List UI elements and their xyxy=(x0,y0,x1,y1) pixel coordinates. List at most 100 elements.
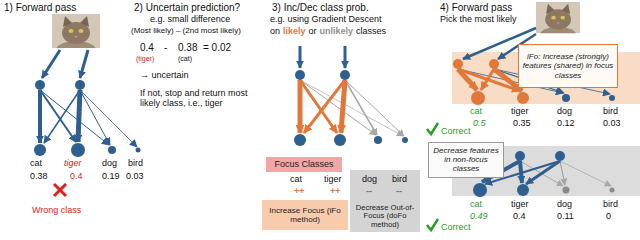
network-panel-3-part xyxy=(334,134,346,146)
probability: 0.38 xyxy=(30,171,48,181)
change-sign: -- xyxy=(396,186,402,196)
class-name: tiger xyxy=(511,199,529,209)
change-sign: -- xyxy=(366,186,372,196)
probability: 0.11 xyxy=(557,211,574,221)
network-dofo-part xyxy=(560,161,611,186)
class-name: bird xyxy=(128,158,143,168)
network-panel-3-part xyxy=(344,46,347,68)
cat-photo-part xyxy=(79,29,84,33)
class-name: tiger xyxy=(511,106,529,116)
network-panel-1 xyxy=(34,50,141,157)
network-panel-3-part xyxy=(300,80,376,135)
network-dofo-part xyxy=(473,183,487,197)
callout-box: iFo: Increase (strongly) features (share… xyxy=(518,44,618,88)
network-dofo-part xyxy=(610,188,615,193)
network-ifo-part xyxy=(517,92,529,104)
network-panel-1-part xyxy=(40,90,76,142)
network-panel-3-part xyxy=(341,80,345,133)
network-panel-3-part xyxy=(374,136,382,144)
network-ifo xyxy=(452,28,640,105)
network-panel-3-part xyxy=(402,137,408,143)
network-panel-1-part xyxy=(42,50,60,78)
network-panel-1-part xyxy=(78,90,80,142)
change-sign: ++ xyxy=(330,186,341,196)
probability: 0.49 xyxy=(470,211,488,221)
cat-photo-part xyxy=(546,4,554,14)
network-panel-3-part xyxy=(298,80,303,133)
probability: 0 xyxy=(606,211,611,221)
verdict-text: Wrong class xyxy=(32,205,81,215)
note-text: → uncertain xyxy=(140,70,189,80)
class-name: cat xyxy=(290,174,302,184)
probability: 0.12 xyxy=(557,118,575,128)
network-panel-1-part xyxy=(75,80,85,90)
probability: 0.4 xyxy=(513,211,526,221)
check-mark xyxy=(427,219,438,230)
network-ifo-part xyxy=(609,95,615,101)
network-panel-1-part xyxy=(35,80,45,90)
class-name: dog xyxy=(362,174,377,184)
cat-photo-part xyxy=(536,2,580,33)
class-name: cat xyxy=(30,158,42,168)
network-dofo-part xyxy=(563,187,570,194)
verdict-text: Correct xyxy=(441,222,471,232)
formula-term: 0.38 xyxy=(178,42,197,54)
class-name: tiger xyxy=(324,174,342,184)
note-word: unlikely xyxy=(320,26,354,36)
class-name: dog xyxy=(557,106,572,116)
network-dofo-part xyxy=(526,161,560,184)
network-panel-1-part xyxy=(80,50,88,78)
note-text: Pick the most likely xyxy=(440,14,517,24)
callout-box: Decrease features in non-focus classes xyxy=(428,142,504,178)
note-word: or xyxy=(309,26,317,36)
cat-photo xyxy=(52,14,100,48)
probability: 0.03 xyxy=(603,118,621,128)
cat-photo-part xyxy=(560,16,565,20)
method-box: Increase Focus (iFo method) xyxy=(262,200,348,230)
class-name: cat xyxy=(470,106,482,116)
probability: 0.19 xyxy=(102,171,120,181)
class-name: cat xyxy=(470,199,482,209)
class-name: bird xyxy=(603,199,618,209)
note-text: If not, stop and return most likely clas… xyxy=(140,88,258,109)
class-name: dog xyxy=(557,199,572,209)
check-mark-part xyxy=(427,123,438,134)
node-text: iFo: Increase (strongly) features (share… xyxy=(522,52,614,80)
network-panel-1-part xyxy=(80,90,137,147)
network-panel-3-part xyxy=(299,46,302,68)
network-dofo-part xyxy=(520,161,563,186)
network-ifo-part xyxy=(471,91,485,105)
network-panel-1-part xyxy=(71,143,85,157)
verdict-text: Correct xyxy=(441,126,471,136)
cat-photo-part xyxy=(74,36,78,39)
check-mark-part xyxy=(427,219,438,230)
network-ifo-part xyxy=(562,94,570,102)
formula-note: (cat) xyxy=(178,55,192,63)
network-ifo-part xyxy=(453,59,463,69)
cat-photo xyxy=(536,2,580,33)
wrong-mark-part xyxy=(54,184,66,196)
node-text: Focus Classes xyxy=(274,159,333,169)
cat-photo-part xyxy=(63,16,72,27)
focus-band: Focus Classes xyxy=(266,157,342,172)
network-panel-3-part xyxy=(345,80,377,135)
formula-term: 0.4 xyxy=(140,42,154,54)
network-panel-1-part xyxy=(136,148,141,153)
network-dofo-part xyxy=(515,151,525,161)
panel-title: 4) Forward pass xyxy=(440,2,512,14)
cat-photo-part xyxy=(562,4,570,14)
node-text: Decrease Out-of-Focus (doFo method) xyxy=(352,204,418,230)
cat-photo-part xyxy=(551,16,556,20)
formula-note: (tiger) xyxy=(136,55,154,63)
network-panel-1-part xyxy=(34,144,46,156)
network-ifo-part xyxy=(481,69,494,90)
network-ifo-part xyxy=(489,59,499,69)
probability: 0.4 xyxy=(70,171,83,181)
cat-photo-part xyxy=(80,16,89,27)
wrong-mark-part xyxy=(54,184,66,196)
probability: 0.5 xyxy=(473,118,486,128)
network-panel-3-part xyxy=(300,80,337,133)
network-panel-3-part xyxy=(295,70,305,80)
method-box: Decrease Out-of-Focus (doFo method) xyxy=(350,170,420,232)
